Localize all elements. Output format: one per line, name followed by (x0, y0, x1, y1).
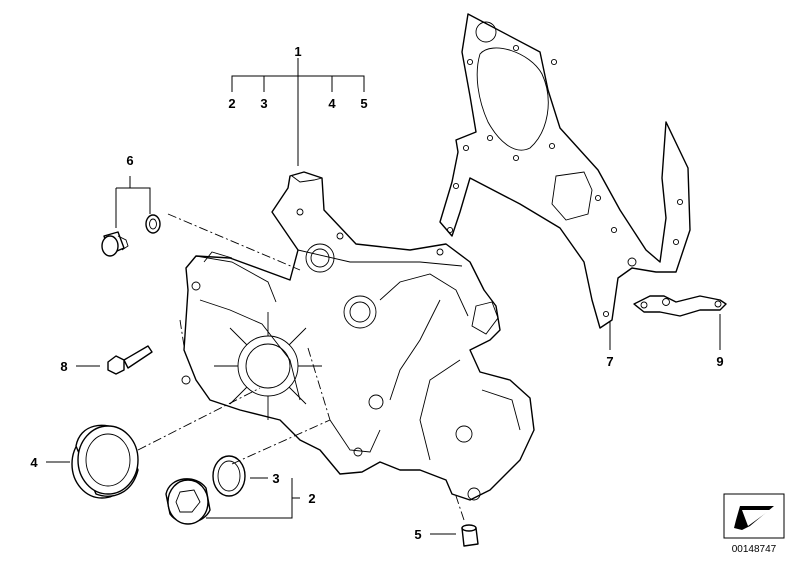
assembly-lines (137, 213, 465, 521)
callout-numbers: 1 2 3 4 5 6 8 4 3 2 5 7 9 (30, 44, 723, 542)
callout-6: 6 (126, 153, 133, 168)
callout-2-bottom: 2 (308, 491, 315, 506)
timing-case-cover (181, 171, 535, 501)
callout-7: 7 (606, 354, 613, 369)
screw-plug-6 (101, 214, 161, 257)
callout-5-bottom: 5 (414, 527, 421, 542)
leader-lines (46, 58, 721, 535)
callout-4-top: 4 (328, 96, 336, 111)
callout-3-bottom: 3 (272, 471, 279, 486)
callout-8: 8 (60, 359, 67, 374)
reference-number: 00148747 (732, 544, 777, 555)
callout-1: 1 (294, 44, 301, 59)
nav-arrow-box[interactable]: 00148747 (723, 493, 785, 555)
screw-plug-2 (165, 478, 211, 525)
callout-5-top: 5 (360, 96, 367, 111)
dowel-sleeve-5 (461, 524, 479, 547)
seal-ring-3 (212, 455, 246, 497)
callout-2-top: 2 (228, 96, 235, 111)
shaft-seal-4 (71, 424, 139, 499)
callout-9: 9 (716, 354, 723, 369)
callout-3-top: 3 (260, 96, 267, 111)
timing-cover-gasket (439, 13, 691, 329)
hex-bolt-8 (107, 345, 153, 375)
bracket-9 (633, 295, 727, 317)
callout-4-left: 4 (30, 455, 38, 470)
